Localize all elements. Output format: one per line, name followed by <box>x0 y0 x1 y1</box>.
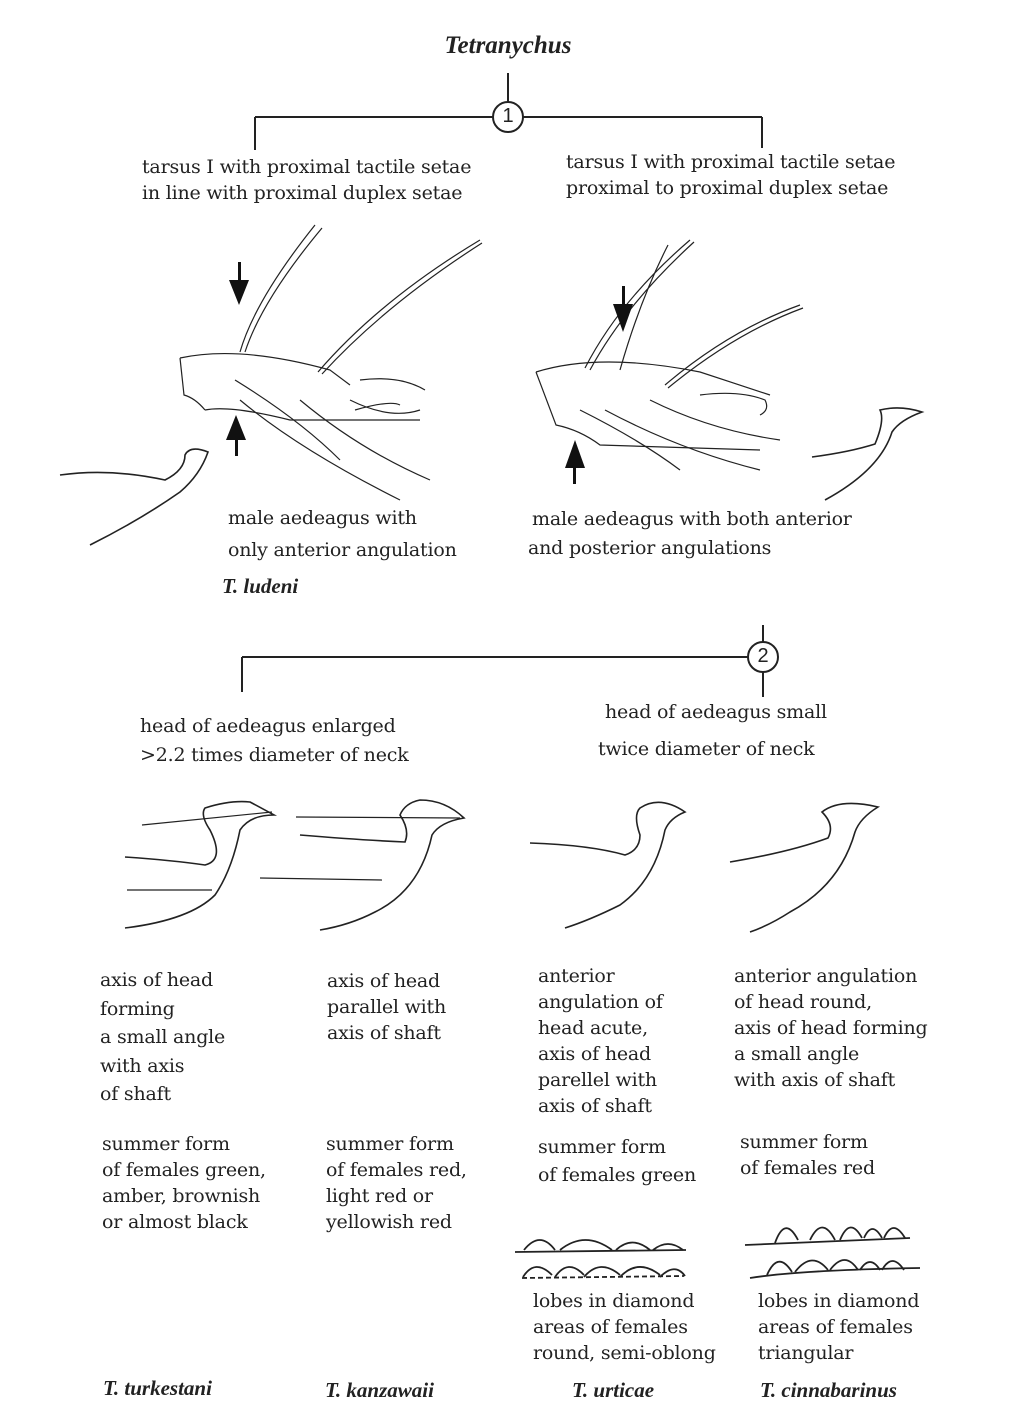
arrow-up-icon <box>226 415 246 456</box>
couplet-number-1: 1 <box>502 105 514 127</box>
couplet2-left-line2: >2.2 times diameter of neck <box>140 744 409 766</box>
couplet1-right-line1: tarsus I with proximal tactile setae <box>566 151 896 173</box>
couplet2-right-line2: twice diameter of neck <box>598 738 815 760</box>
tarsus-left-drawing <box>179 224 483 501</box>
couplet-number-2: 2 <box>757 645 769 667</box>
page-title: Tetranychus <box>444 32 572 59</box>
ludeni-aedeagus-line2: only anterior angulation <box>228 539 457 561</box>
couplet1-left-line1: tarsus I with proximal tactile setae <box>142 156 472 178</box>
species-cinnabarinus: T. cinnabarinus <box>760 1378 897 1402</box>
couplet2-right-line1: head of aedeagus small <box>605 701 827 723</box>
aedeagus-cinnabarinus-drawing <box>729 802 881 933</box>
arrow-up-icon <box>565 440 585 484</box>
couplet1-right-line2: proximal to proximal duplex setae <box>566 177 889 199</box>
aedeagus-kanzawaii-drawing <box>259 799 466 931</box>
species-turkestani: T. turkestani <box>103 1376 212 1400</box>
arrow-down-icon <box>229 262 249 305</box>
aedeagus-urticae-drawing <box>529 801 687 929</box>
right-aedeagus-line1: male aedeagus with both anterior <box>532 508 852 530</box>
species-kanzawaii: T. kanzawaii <box>325 1378 434 1402</box>
aedeagus-turkestani-drawing <box>124 800 278 929</box>
aedeagus-ludeni-drawing <box>59 448 210 546</box>
aedeagus-right-drawing <box>811 407 925 501</box>
arrow-down-icon <box>613 286 633 332</box>
couplet-1-connector <box>254 73 763 150</box>
couplet-2-connector <box>241 625 779 697</box>
ludeni-aedeagus-line1: male aedeagus with <box>228 507 417 529</box>
tarsus-right-drawing <box>535 239 804 471</box>
couplet2-left-line1: head of aedeagus enlarged <box>140 715 396 737</box>
lobes-urticae-drawing <box>514 1239 687 1279</box>
couplet1-left-line2: in line with proximal duplex setae <box>142 182 463 204</box>
lobes-cinnabarinus-drawing <box>744 1226 921 1279</box>
species-ludeni: T. ludeni <box>222 574 299 598</box>
species-urticae: T. urticae <box>572 1378 655 1402</box>
right-aedeagus-line2: and posterior angulations <box>528 537 772 559</box>
